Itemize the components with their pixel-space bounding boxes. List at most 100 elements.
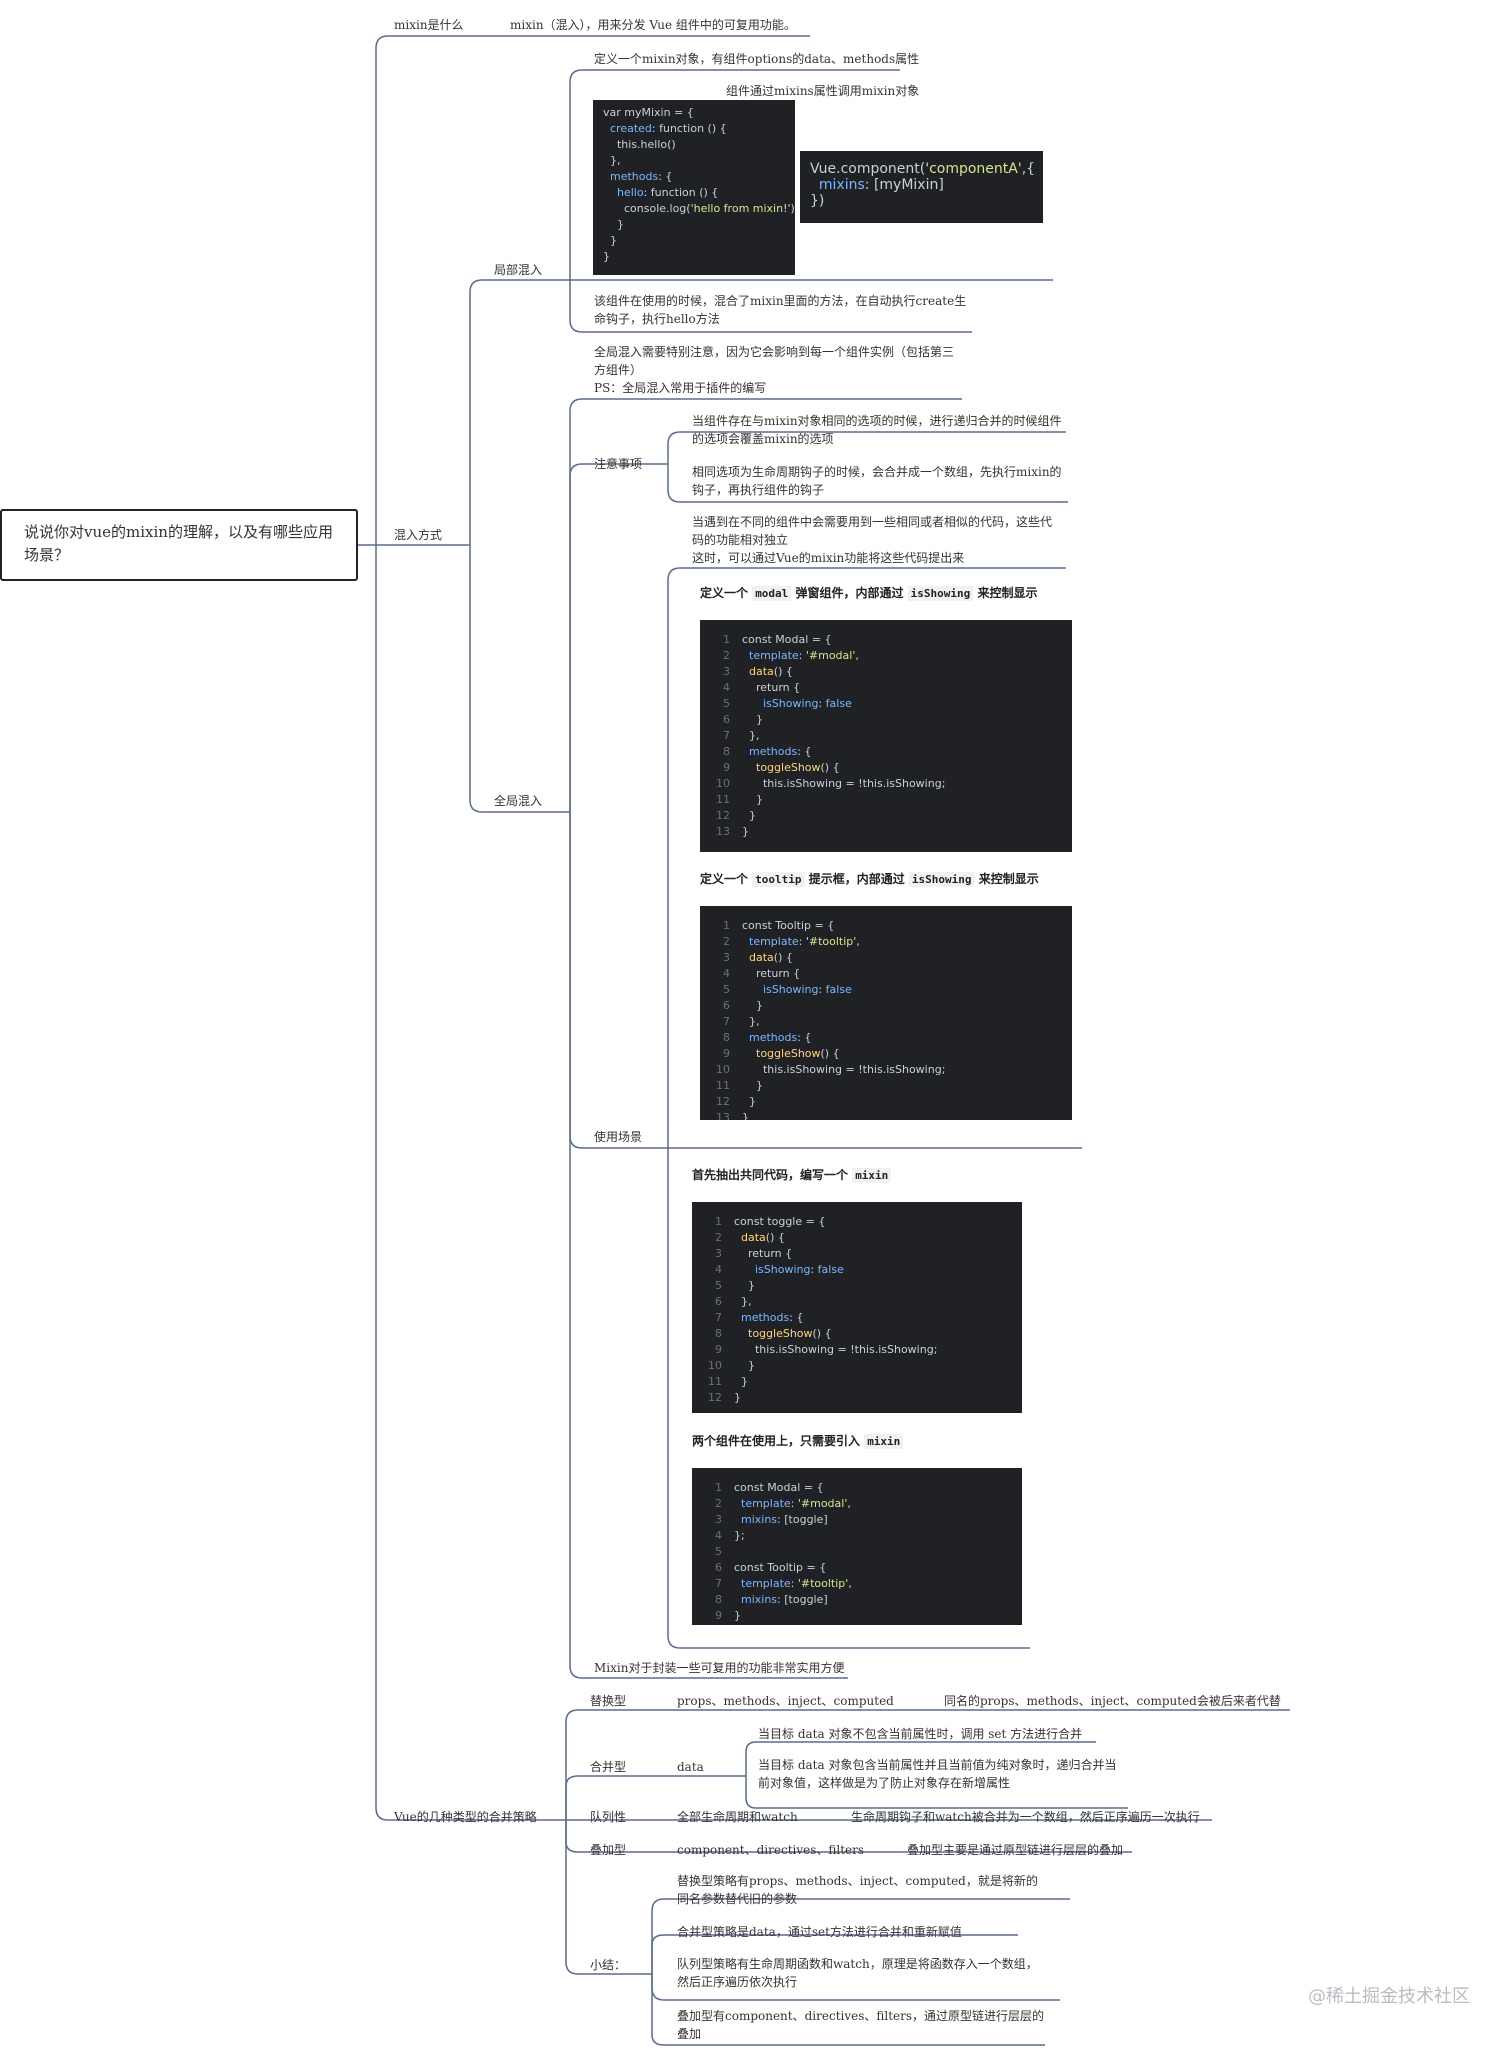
global-ps: PS：全局混入常用于插件的编写 [594,381,767,395]
code-line: 7 }, [723,1015,760,1028]
summary-s3: 队列型策略有生命周期函数和watch，原理是将函数存入一个数组，然后正序遍历依次… [677,1957,1038,1989]
watermark: @稀土掘金技术社区 [1308,1986,1470,2007]
replace-items: props、methods、inject、computed [677,1694,894,1708]
code-line: 5 } [715,1279,755,1292]
code-line: 8 toggleShow() { [715,1327,832,1340]
code-line: 6 } [723,713,763,726]
mixin-summary: Mixin对于封装一些可复用的功能非常实用方便 [594,1661,845,1675]
node-local-mixin: 局部混入 [494,263,543,277]
node-merge-strategies: Vue的几种类型的合并策略 [394,1810,537,1824]
code-line: hello: function () { [617,186,719,199]
summary-s2: 合并型策略是data，通过set方法进行合并和重新赋值 [677,1925,962,1939]
stack-desc: 叠加型主要是通过原型链进行层层的叠加 [907,1843,1124,1857]
node-queue: 队列性 [590,1810,627,1824]
code-line: 4 return { [723,967,801,980]
summary-s1: 替换型策略有props、methods、inject、computed，就是将新… [677,1874,1038,1906]
code-line: 5 [715,1545,722,1558]
heading-modal: 定义一个 modal 弹窗组件，内部通过 isShowing 来控制显示 [700,586,1038,601]
scenario-intro2: 这时，可以通过Vue的mixin功能将这些代码提出来 [692,551,965,565]
code-line: }, [603,154,621,167]
code-line: 9} [715,1609,741,1622]
code-line: 2 template: '#modal', [723,649,859,662]
node-merge: 合并型 [590,1760,627,1774]
node-stack: 叠加型 [590,1843,627,1857]
code-line: 3 return { [715,1247,793,1260]
summary-s4: 叠加型有component、directives、filters，通过原型链进行… [677,2009,1045,2041]
code-line: 9 this.isShowing = !this.isShowing; [715,1343,938,1356]
node-replace: 替换型 [590,1694,627,1708]
heading-use: 两个组件在使用上，只需要引入 mixin [692,1432,904,1449]
code-line: 8 mixins: [toggle] [715,1593,828,1606]
code-line: 12 } [716,1095,756,1108]
merge-items: data [677,1760,704,1774]
code-line: 8 methods: { [723,745,812,758]
code-line: created: function () { [610,122,727,135]
root-title: 说说你对vue的mixin的理解，以及有哪些应用场景？ [24,523,333,564]
scenario-intro1: 当遇到在不同的组件中会需要用到一些相同或者相似的代码，这些代码的功能相对独立 [692,515,1053,547]
code-line: 7 template: '#tooltip', [715,1577,852,1590]
code-line: 11 } [716,1079,763,1092]
node-mixin-methods: 混入方式 [394,528,443,542]
code-line: 10 this.isShowing = !this.isShowing; [716,1063,946,1076]
code-block-component-a: Vue.component('componentA',{ mixins: [my… [800,151,1043,223]
code-line: mixins: [myMixin] [818,177,944,193]
code-line: 10 } [708,1359,755,1372]
node-global-mixin: 全局混入 [494,794,543,808]
code-line: console.log('hello from mixin!') [603,202,795,215]
code-line: 4}; [715,1529,745,1542]
root-topic: 说说你对vue的mixin的理解，以及有哪些应用场景？ [0,509,358,581]
code-line: 7 methods: { [715,1311,804,1324]
code-line: 6 }, [715,1295,752,1308]
code-block-my-mixin: var myMixin = { created: function () { t… [593,100,795,275]
code-line: 5 isShowing: false [723,697,852,710]
code-line: 12} [708,1391,741,1404]
code-line: 11 } [716,793,763,806]
code-line: 11 } [708,1375,748,1388]
merge-desc2: 当目标 data 对象包含当前属性并且当前值为纯对象时，递归合并当前对象值，这样… [758,1758,1117,1790]
code-line: 8 methods: { [723,1031,812,1044]
code-line: 12 } [716,809,756,822]
code-line: } [603,218,624,231]
caution-item2: 相同选项为生命周期钩子的时候，会合并成一个数组，先执行mixin的钩子，再执行组… [692,465,1062,497]
local-step1: 定义一个mixin对象，有组件options的data、methods属性 [594,52,920,66]
code-line: 13} [716,1111,749,1120]
code-line: 2 template: '#modal', [715,1497,851,1510]
code-line: methods: { [610,170,673,183]
code-line: 4 isShowing: false [715,1263,844,1276]
node-scenario: 使用场景 [594,1130,643,1144]
local-note: 该组件在使用的时候，混合了mixin里面的方法，在自动执行create生命钩子，… [594,294,967,326]
code-line: 3 data() { [723,665,793,678]
code-line: } [603,250,610,263]
node-caution: 注意事项 [594,457,643,471]
local-step2: 组件通过mixins属性调用mixin对象 [726,84,920,98]
code-line: 6 } [723,999,763,1012]
caution-item1: 当组件存在与mixin对象相同的选项的时候，进行递归合并的时候组件的选项会覆盖m… [692,414,1062,446]
stack-items: component、directives、filters [677,1843,865,1857]
code-line: } [603,234,617,247]
code-line: var myMixin = { [603,106,694,119]
node-summary: 小结： [590,1958,627,1972]
code-line: this.hello() [603,138,676,151]
node-what-is-mixin-desc: mixin（混入），用来分发 Vue 组件中的可复用功能。 [510,18,796,32]
queue-desc: 生命周期钩子和watch被合并为一个数组，然后正序遍历一次执行 [851,1810,1200,1824]
queue-items: 全部生命周期和watch [677,1810,798,1824]
code-line: Vue.component('componentA',{ [810,161,1036,177]
code-line: 4 return { [723,681,801,694]
code-line: }) [810,193,825,209]
code-line: 2 data() { [715,1231,785,1244]
code-line: 10 this.isShowing = !this.isShowing; [716,777,946,790]
code-line: 3 data() { [723,951,793,964]
node-what-is-mixin: mixin是什么 [394,18,464,32]
replace-desc: 同名的props、methods、inject、computed会被后来者代替 [944,1694,1281,1708]
code-line: 7 }, [723,729,760,742]
